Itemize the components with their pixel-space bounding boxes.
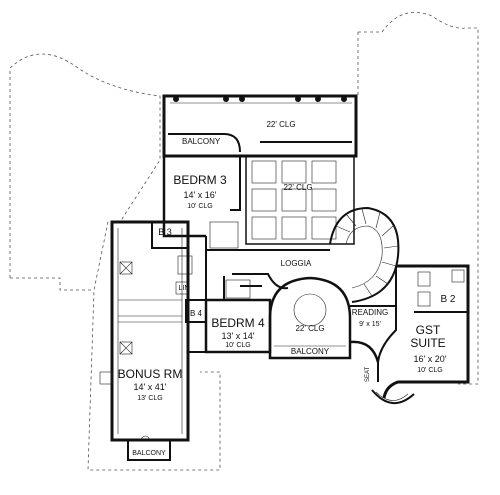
bedroom-4-walls [185,276,272,354]
loggia-label: LOGGIA [281,259,312,268]
roof-outline-right [357,12,479,385]
top-balcony-block [162,94,358,158]
middle-balcony-label: BALCONY [291,347,330,356]
guest-suite-size: 16' x 20' [414,354,447,364]
bath-3-label: B 3 [158,227,172,237]
bedroom-3-ceiling: 10' CLG [187,203,212,210]
bath-4-label: B 4 [190,309,203,318]
bedroom-3-name: BEDRM 3 [173,173,227,187]
bonus-room-ceiling: 13' CLG [137,395,162,402]
grid-ceiling-label: 22' CLG [283,183,312,192]
coffered-ceiling-grid [245,155,355,245]
column-dots [173,96,347,102]
bottom-balcony-label: BALCONY [132,450,166,457]
bedroom-4-size: 13' x 14' [222,331,255,341]
seat-label: SEAT [365,366,371,382]
bonus-room-name: BONUS RM [118,367,183,381]
loggia-walls [206,249,330,290]
guest-suite-walls [371,264,470,404]
bedroom-3-size: 14' x 16' [184,190,217,200]
guest-suite-ceiling: 10' CLG [417,367,442,374]
bedroom-4-ceiling: 10' CLG [225,342,250,349]
guest-suite-name-1: GST [416,323,441,337]
bonus-room-walls [99,220,190,442]
guest-suite-name-2: SUITE [410,336,445,350]
bedroom-3-walls [162,155,246,249]
rotunda [268,276,352,342]
bath-2-label: B 2 [440,294,455,305]
rotunda-ceiling: 22' CLG [295,324,324,333]
top-ceiling-label: 22' CLG [266,120,295,129]
exterior-walls [188,96,358,353]
bonus-room-size: 14' x 41' [134,382,167,392]
reading-walls [349,305,396,363]
spiral-staircase [329,206,400,303]
top-balcony-label: BALCONY [182,137,221,146]
bedroom-4-name: BEDRM 4 [211,316,265,330]
reading-name: READING [352,308,388,317]
linen-label: LIN [179,285,190,292]
bottom-balcony [127,435,171,461]
reading-size: 9' x 15' [359,321,381,328]
